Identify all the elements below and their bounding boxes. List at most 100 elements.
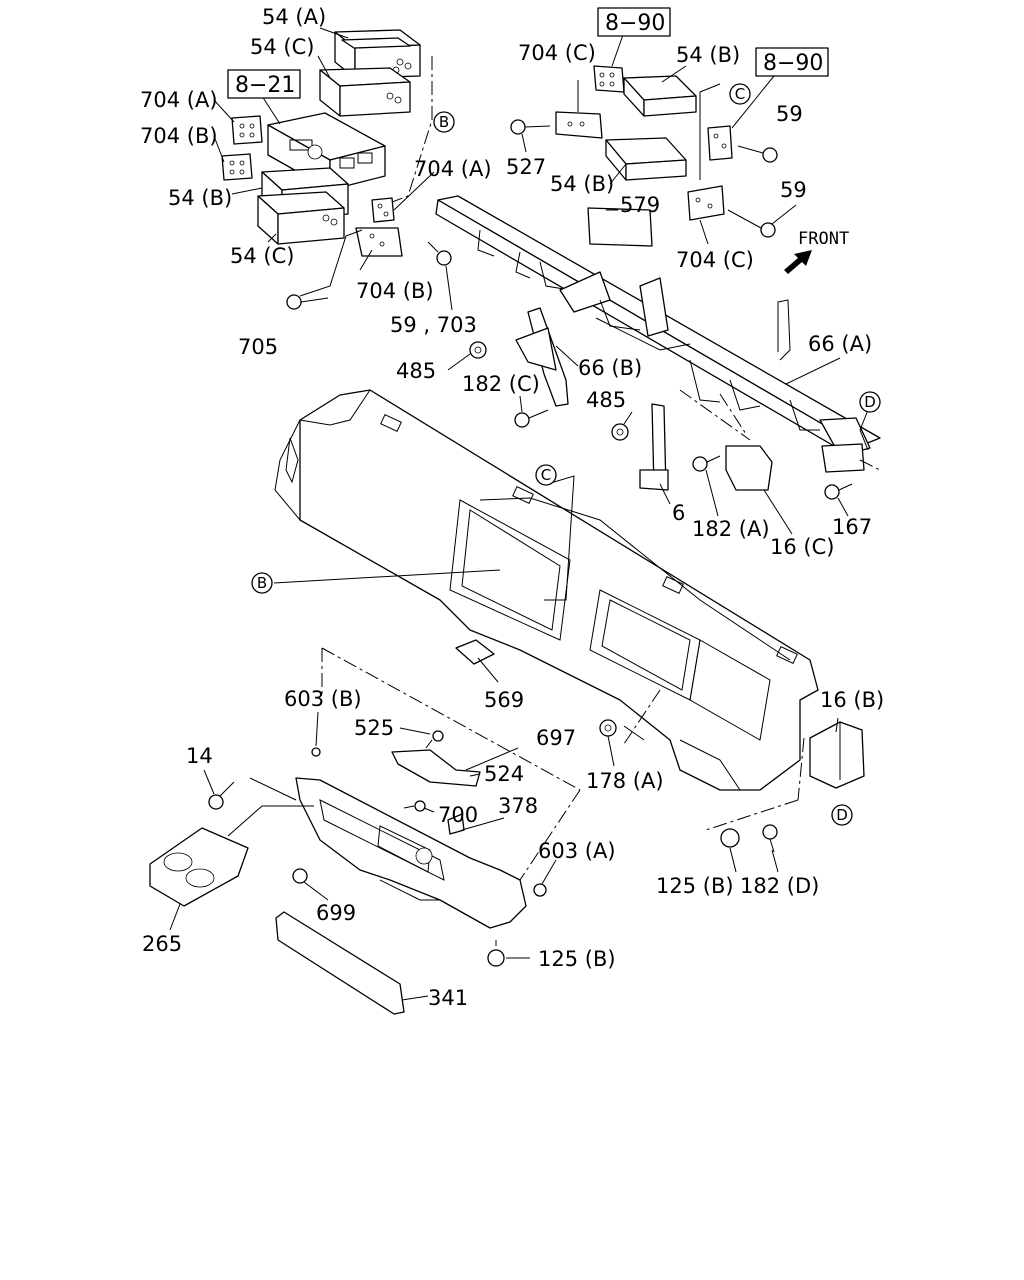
svg-text:8−90: 8−90: [763, 51, 823, 76]
part-16b-bracket: [809, 721, 865, 789]
label-54c-top: 54 (C): [250, 35, 314, 59]
screw-527: [510, 119, 551, 135]
label-182c: 182 (C): [462, 372, 540, 396]
label-378: 378: [498, 794, 538, 818]
screw-14: [208, 781, 235, 810]
svg-text:B: B: [439, 113, 449, 131]
clip-603a: [533, 883, 547, 897]
leader-lines: [169, 27, 869, 1001]
label-527: 527: [506, 155, 546, 179]
label-16b: 16 (B): [820, 688, 884, 712]
label-125b-low: 125 (B): [538, 947, 616, 971]
part-579-lid: [587, 207, 653, 247]
label-603a: 603 (A): [538, 839, 616, 863]
label-178a: 178 (A): [586, 769, 664, 793]
part-704b-bracket-mid: [355, 227, 403, 257]
front-label: FRONT: [798, 229, 849, 249]
clip-603b: [311, 747, 321, 757]
nut-178a: [599, 719, 617, 737]
callout-b-upper: B: [433, 111, 455, 133]
label-525: 525: [354, 716, 394, 740]
part-265-cupholder: [149, 827, 249, 907]
ref-box-8-90-b: 8−90: [755, 47, 829, 77]
part-8-90-bracket-top: [593, 65, 625, 93]
label-524: 524: [484, 762, 524, 786]
part-8-90-bracket-right: [707, 125, 733, 161]
callout-d-upper: D: [859, 391, 881, 413]
part-697-lower-panel: [295, 777, 527, 929]
bolt-182c: [514, 409, 549, 428]
label-704b-left: 704 (B): [140, 124, 218, 148]
label-704c-right: 704 (C): [676, 248, 754, 272]
svg-text:8−90: 8−90: [605, 11, 665, 36]
svg-text:D: D: [864, 393, 876, 411]
label-182a: 182 (A): [692, 517, 770, 541]
label-697: 697: [536, 726, 576, 750]
part-6-bracket: [639, 403, 669, 491]
part-569-clip: [455, 639, 495, 665]
front-arrow-icon: [784, 250, 812, 274]
label-700: 700: [438, 803, 478, 827]
part-704c-bracket-top: [555, 111, 603, 139]
label-54b-mid: 54 (B): [550, 172, 614, 196]
svg-text:D: D: [836, 806, 848, 824]
part-704c-bracket-right: [687, 185, 725, 221]
part-54a-pocket: [334, 29, 421, 79]
label-14: 14: [186, 744, 213, 768]
label-167: 167: [832, 515, 872, 539]
screw-700: [403, 800, 426, 812]
label-182d: 182 (D): [740, 874, 819, 898]
part-dashboard-panel: [274, 389, 819, 791]
svg-text:8−21: 8−21: [235, 73, 295, 98]
part-16c-cover: [725, 445, 773, 491]
bolt-167: [824, 483, 853, 500]
label-705: 705: [238, 335, 278, 359]
clip-699: [292, 868, 308, 884]
part-54c-pocket-left: [257, 191, 345, 245]
nut-485-b: [611, 423, 629, 441]
nut-485-a: [469, 341, 487, 359]
ref-box-8-90-a: 8−90: [597, 7, 671, 37]
bolt-182a: [692, 455, 721, 472]
part-704a-bracket-left: [231, 115, 263, 145]
label-54b-left: 54 (B): [168, 186, 232, 210]
label-485-a: 485: [396, 359, 436, 383]
label-54a-top: 54 (A): [262, 5, 326, 29]
label-66b: 66 (B): [578, 356, 642, 380]
callout-d-lower: D: [831, 804, 853, 826]
screw-59-a: [737, 145, 778, 163]
part-54c-pocket-top: [319, 67, 411, 117]
label-125b-right: 125 (B): [656, 874, 734, 898]
label-704a-mid: 704 (A): [414, 157, 492, 181]
callout-b-lower: B: [251, 572, 273, 594]
alignment-lines: [321, 56, 881, 881]
label-265: 265: [142, 932, 182, 956]
label-54b-top: 54 (B): [676, 43, 740, 67]
screw-59-703: [427, 241, 452, 266]
svg-text:C: C: [735, 85, 745, 103]
label-579: 579: [620, 193, 660, 217]
part-524-trim: [391, 749, 481, 787]
label-569: 569: [484, 688, 524, 712]
label-59-b: 59: [780, 178, 807, 202]
callout-c-lower: C: [535, 464, 557, 486]
label-66a: 66 (A): [808, 332, 872, 356]
label-59-703: 59 , 703: [390, 313, 477, 337]
label-341: 341: [428, 986, 468, 1010]
label-704a-left: 704 (A): [140, 88, 218, 112]
part-66a-crossmember: [435, 195, 881, 473]
ref-box-8-21: 8−21: [227, 69, 301, 99]
part-704b-bracket-left: [221, 153, 253, 181]
clip-125b-right: [720, 828, 740, 848]
label-16c: 16 (C): [770, 535, 834, 559]
label-485-b: 485: [586, 388, 626, 412]
svg-text:B: B: [257, 574, 267, 592]
label-6: 6: [672, 501, 685, 525]
part-54b-pocket-top: [623, 75, 697, 117]
screw-525: [425, 730, 444, 749]
label-704b-mid: 704 (B): [356, 279, 434, 303]
part-704a-bracket-mid: [371, 197, 395, 223]
screw-59-b: [727, 209, 776, 238]
part-378-clip: [447, 813, 465, 835]
